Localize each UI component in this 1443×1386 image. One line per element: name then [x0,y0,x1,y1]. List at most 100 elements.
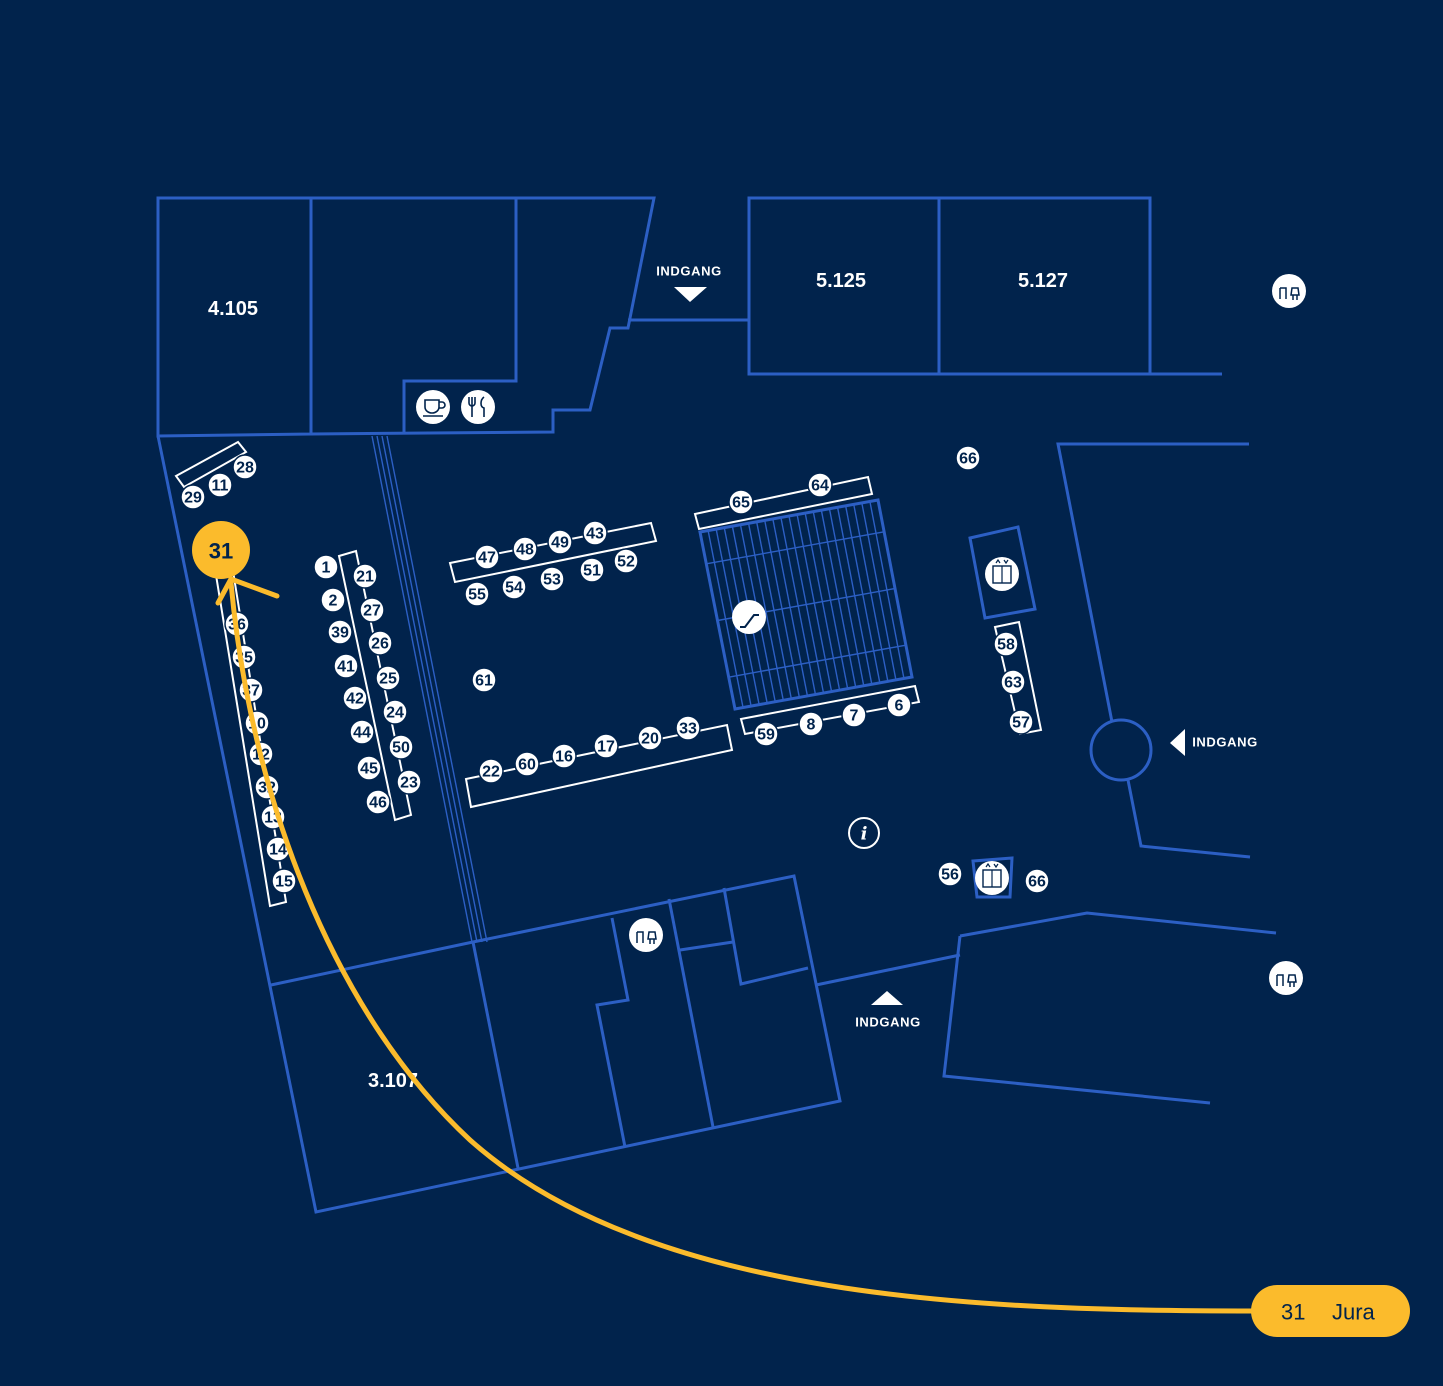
fork-knife-icon[interactable] [461,390,495,424]
booth-number: 45 [360,761,378,778]
booth-46[interactable]: 46 [365,789,391,815]
booth-56[interactable]: 56 [937,861,963,887]
booth-65[interactable]: 65 [728,489,754,515]
elevator-icon[interactable] [985,557,1019,591]
booth-21[interactable]: 21 [352,563,378,589]
booth-55[interactable]: 55 [464,581,490,607]
booth-22[interactable]: 22 [478,758,504,784]
elevator-icon[interactable] [975,861,1009,895]
booth-49[interactable]: 49 [547,529,573,555]
booth-marker [613,548,639,574]
booth-29[interactable]: 29 [180,484,206,510]
booth-52[interactable]: 52 [613,548,639,574]
callout-exhibitor-name: Jura [1332,1300,1376,1325]
booth-47[interactable]: 47 [474,544,500,570]
booth-42[interactable]: 42 [342,685,368,711]
booth-number: 33 [679,721,697,738]
booth-64[interactable]: 64 [807,472,833,498]
booth-marker [464,581,490,607]
booth-43[interactable]: 43 [582,520,608,546]
booth-1[interactable]: 1 [313,554,339,580]
booth-number: 23 [400,775,418,792]
booth-28[interactable]: 28 [232,454,258,480]
stand-bar-escalator-north [693,475,874,531]
stand-bar-east [993,620,1043,736]
booth-marker [313,554,339,580]
booth-number: 58 [997,637,1015,654]
highlighted-booth-marker[interactable]: 31 [192,521,250,579]
room-label-5125: 5.125 [816,270,866,292]
booth-16[interactable]: 16 [551,743,577,769]
entrance-north-label: INDGANG [656,264,722,279]
booth-63[interactable]: 63 [1000,669,1026,695]
info-icon[interactable]: i [848,817,880,849]
booth-23[interactable]: 23 [396,769,422,795]
booth-45[interactable]: 45 [356,755,382,781]
wall-se-top [959,911,1277,938]
booth-25[interactable]: 25 [375,665,401,691]
booth-27[interactable]: 27 [359,597,385,623]
stand-bar-west-2 [337,549,413,822]
booth-66[interactable]: 66 [1024,868,1050,894]
entrance-north[interactable]: INDGANG [656,264,722,303]
booth-marker [579,557,605,583]
booth-number: 59 [757,727,775,744]
booth-6[interactable]: 6 [886,692,912,718]
booth-marker [937,861,963,887]
booth-number: 48 [516,542,534,559]
booth-66[interactable]: 66 [955,445,981,471]
booth-57[interactable]: 57 [1008,709,1034,735]
booth-51[interactable]: 51 [579,557,605,583]
booth-marker [271,868,297,894]
booth-marker [365,789,391,815]
booth-number: 2 [329,593,338,610]
booth-53[interactable]: 53 [539,566,565,592]
escalator-icon[interactable] [732,600,766,634]
entrance-south[interactable]: INDGANG [855,991,921,1030]
toilets-icon[interactable] [629,918,663,952]
toilets-icon[interactable] [1272,274,1306,308]
booth-20[interactable]: 20 [637,725,663,751]
coffee-cup-icon[interactable] [416,390,450,424]
booth-24[interactable]: 24 [382,699,408,725]
booth-58[interactable]: 58 [993,631,1019,657]
booth-39[interactable]: 39 [327,619,353,645]
escalator-hall [698,498,914,711]
booth-number: 6 [895,698,904,715]
booth-number: 15 [275,874,293,891]
booth-number: 28 [236,460,254,477]
booth-61[interactable]: 61 [471,667,497,693]
booth-44[interactable]: 44 [349,719,375,745]
booth-2[interactable]: 2 [320,587,346,613]
booth-number: 21 [356,569,374,586]
booth-marker [582,520,608,546]
booth-8[interactable]: 8 [798,711,824,737]
arrow-left-icon [1170,729,1185,756]
wall-room-3107 [471,941,520,1169]
room-labels: 4.105 5.125 5.127 3.107 [208,270,1068,1092]
booth-15[interactable]: 15 [271,868,297,894]
booth-33[interactable]: 33 [675,715,701,741]
booth-59[interactable]: 59 [753,721,779,747]
booth-26[interactable]: 26 [367,630,393,656]
booth-54[interactable]: 54 [501,574,527,600]
entrance-east[interactable]: INDGANG [1170,729,1258,756]
booth-marker [382,699,408,725]
booth-50[interactable]: 50 [388,734,414,760]
booth-7[interactable]: 7 [841,702,867,728]
booth-11[interactable]: 11 [207,472,233,498]
booth-17[interactable]: 17 [593,733,619,759]
booth-number: 43 [586,526,604,543]
booth-48[interactable]: 48 [512,536,538,562]
rail-3 [381,435,483,943]
toilets-icon[interactable] [1269,961,1303,995]
wall-room-4105 [156,196,313,438]
exhibitor-callout[interactable]: 31 Jura [1251,1285,1410,1337]
wall-room-5127 [937,196,1152,376]
booth-marker [728,489,754,515]
booth-marker [841,702,867,728]
booth-14[interactable]: 14 [265,836,291,862]
booth-60[interactable]: 60 [514,751,540,777]
booth-41[interactable]: 41 [333,653,359,679]
